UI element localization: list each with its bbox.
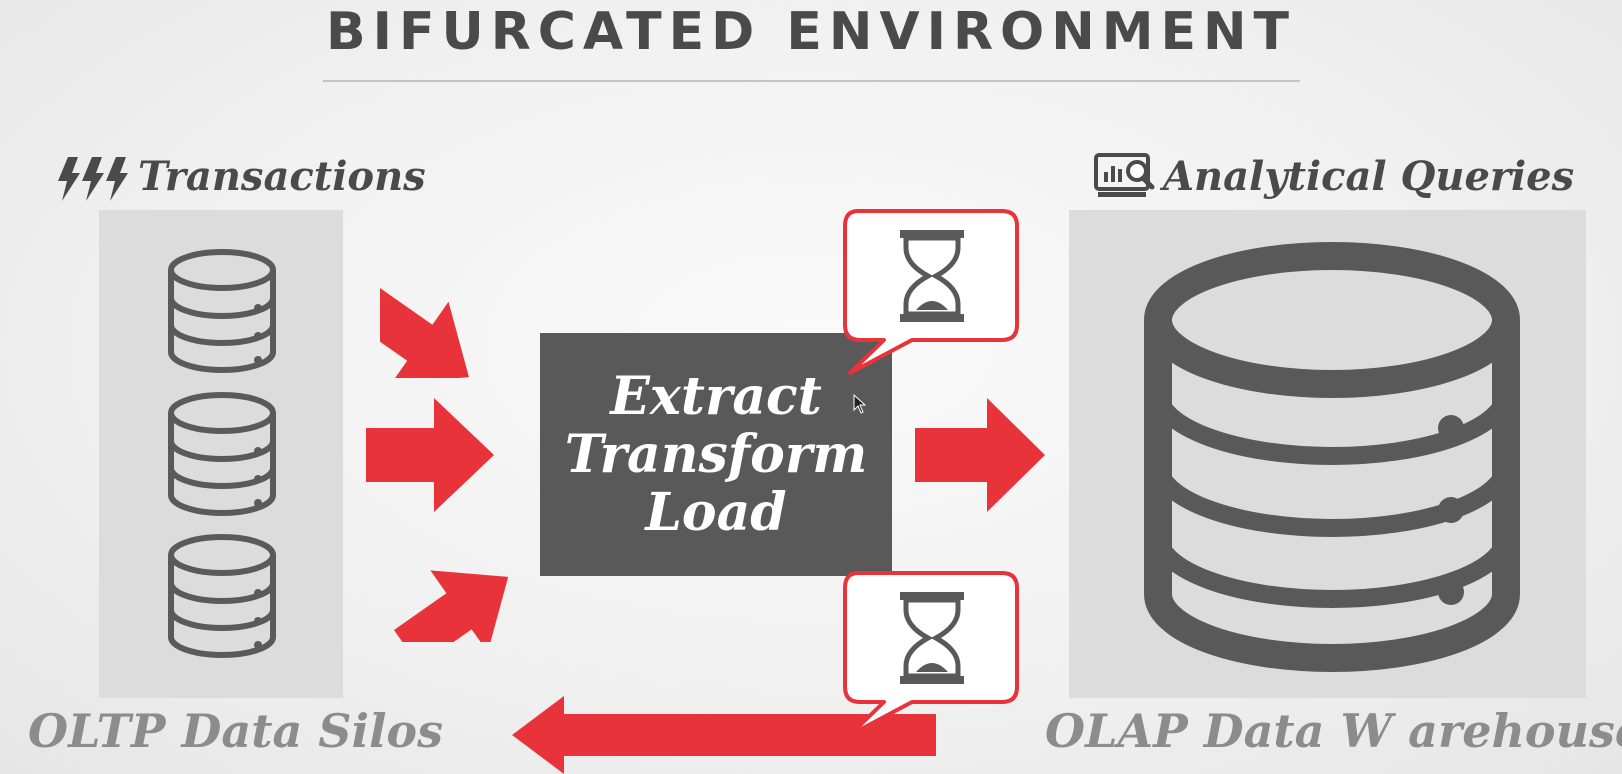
hourglass-icon [843,571,1019,737]
database-icon [168,392,276,516]
analytics-monitor-icon [1094,153,1155,197]
transactions-heading: Transactions [138,153,426,200]
arrow-middle-to-etl [366,398,494,512]
database-icon [168,249,276,373]
arrow-upper-to-etl [380,288,469,378]
etl-load-label: Load [645,481,787,543]
arrow-etl-to-warehouse [915,398,1045,512]
arrow-lower-to-etl [394,570,509,642]
etl-box: Extract Transform Load [540,333,892,576]
oltp-panel [99,210,343,698]
lightning-bolts-icon [58,157,128,201]
olap-label: OLAP Data W arehouse [1045,704,1622,758]
oltp-label: OLTP Data Silos [28,704,444,758]
hourglass-icon [843,209,1019,375]
etl-transform-label: Transform [564,423,868,485]
analytical-queries-heading: Analytical Queries [1163,153,1575,200]
arrow-warehouse-to-silos [512,696,936,774]
mouse-cursor-icon [853,394,867,414]
slide-title: BIFURCATED ENVIRONMENT [325,2,1297,62]
database-icon [1144,242,1520,672]
title-divider [323,80,1300,82]
database-icon [168,534,276,658]
etl-extract-label: Extract [610,365,822,427]
